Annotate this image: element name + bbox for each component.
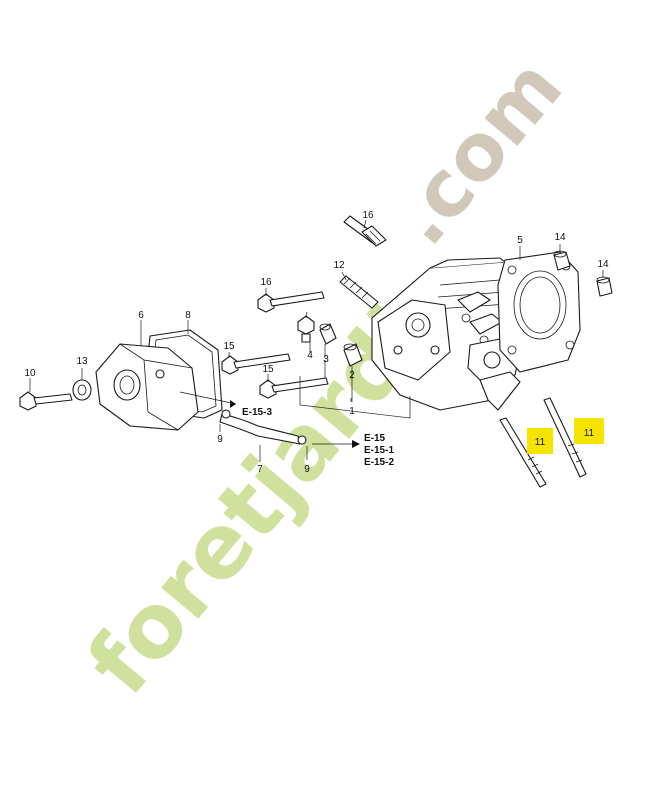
callout-4: 4 xyxy=(307,350,313,361)
callout-6: 6 xyxy=(138,310,144,321)
stud-11b xyxy=(543,397,587,478)
spark-plug xyxy=(343,215,387,247)
callouts: 1 2 3 4 5 6 7 8 9 9 10 12 13 14 14 15 15… xyxy=(24,210,609,475)
callout-9a: 9 xyxy=(217,434,223,445)
ref-e-15-3: E-15-3 xyxy=(242,407,272,418)
highlight-11a: 11 xyxy=(527,428,553,454)
callout-5: 5 xyxy=(517,235,523,246)
callout-8: 8 xyxy=(185,310,191,321)
callout-14a: 14 xyxy=(554,232,566,243)
head-cover xyxy=(95,343,199,431)
callout-15b: 15 xyxy=(262,364,274,375)
callout-12: 12 xyxy=(333,260,345,271)
cylinder-head xyxy=(371,257,521,411)
highlight-box-11b xyxy=(574,418,604,444)
stud-12 xyxy=(339,275,379,309)
bolt-10 xyxy=(19,391,73,411)
highlight-box-11a xyxy=(527,428,553,454)
collar-2 xyxy=(343,343,363,367)
callout-10: 10 xyxy=(24,368,36,379)
bolt-15-upper xyxy=(221,353,291,375)
bracket-1 xyxy=(299,376,411,419)
leader-lines xyxy=(29,219,604,462)
ref-e-15: E-15 xyxy=(364,433,386,444)
callout-7: 7 xyxy=(257,464,263,475)
callout-1: 1 xyxy=(349,406,355,417)
dowel-pins xyxy=(553,250,613,297)
callout-14b: 14 xyxy=(597,259,609,270)
callout-11a: 11 xyxy=(535,437,546,448)
callout-3: 3 xyxy=(323,354,329,365)
head-gasket xyxy=(497,251,581,373)
callout-13: 13 xyxy=(76,356,88,367)
breather-tube xyxy=(219,409,307,445)
callout-11b: 11 xyxy=(584,428,595,439)
callout-2: 2 xyxy=(349,370,355,381)
callout-9b: 9 xyxy=(304,464,310,475)
grommet-13 xyxy=(72,379,92,401)
collar-3 xyxy=(319,323,337,345)
reference-labels: E-15-3 E-15 E-15-1 E-15-2 xyxy=(242,407,394,468)
ref-e-15-1: E-15-1 xyxy=(364,445,394,456)
highlight-11b: 11 xyxy=(574,418,604,444)
callout-15a: 15 xyxy=(223,341,235,352)
bolt-16 xyxy=(257,291,325,313)
bolt-4 xyxy=(297,315,315,343)
watermark-com: .com xyxy=(376,43,580,262)
stud-11a xyxy=(499,417,547,488)
callout-16b: 16 xyxy=(362,210,374,221)
callout-16a: 16 xyxy=(260,277,272,288)
ref-e-15-2: E-15-2 xyxy=(364,457,394,468)
